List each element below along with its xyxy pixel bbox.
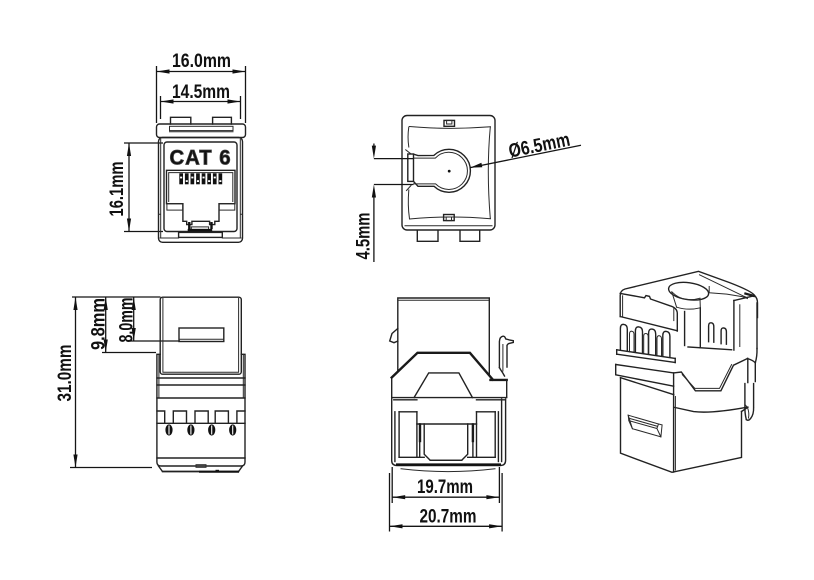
svg-text:20.7mm: 20.7mm [420, 506, 477, 528]
svg-text:4.5mm: 4.5mm [352, 213, 374, 260]
svg-text:8.0mm: 8.0mm [116, 298, 138, 343]
svg-text:14.5mm: 14.5mm [172, 81, 230, 103]
svg-text:19.7mm: 19.7mm [417, 476, 473, 498]
svg-text:CAT 6: CAT 6 [170, 147, 232, 170]
svg-text:16.0mm: 16.0mm [172, 50, 231, 72]
svg-text:9.8mm: 9.8mm [87, 298, 109, 350]
svg-text:31.0mm: 31.0mm [54, 345, 76, 402]
svg-text:16.1mm: 16.1mm [106, 162, 128, 217]
